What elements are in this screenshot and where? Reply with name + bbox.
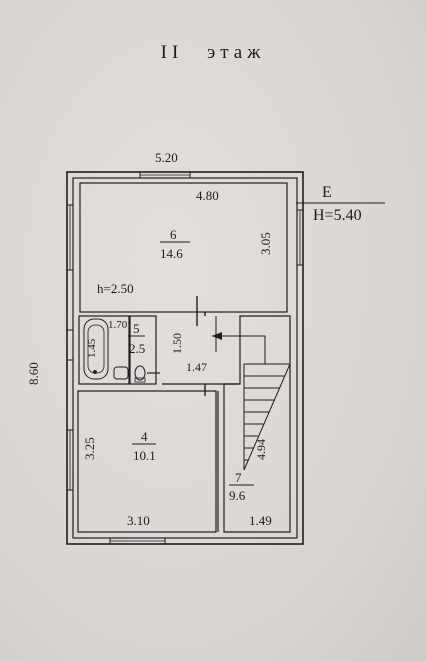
room-5-area: 2.5 [129, 341, 145, 356]
room-6-number: 6 [170, 227, 177, 242]
sink-icon [113, 366, 129, 380]
overall-depth-label: 8.60 [26, 362, 41, 385]
section-letter: E [322, 184, 332, 201]
page-title: II этаж [160, 42, 266, 63]
room6-width-label: 4.80 [196, 188, 219, 203]
bathtub-icon [83, 318, 109, 380]
staircase-icon [243, 363, 291, 471]
room-4-walls [77, 390, 217, 533]
outer-wall-inner [72, 177, 298, 539]
room-4-number: 4 [141, 429, 148, 444]
hall-depth-label: 1.50 [170, 333, 184, 354]
room4-width-label: 3.10 [127, 513, 150, 528]
bathroom-walls [78, 315, 130, 385]
room-6-area: 14.6 [160, 246, 183, 261]
overall-width-label: 5.20 [155, 150, 178, 165]
room-7-area: 9.6 [229, 488, 246, 503]
arrow-left-icon [212, 332, 222, 340]
hall-width-label: 1.47 [186, 360, 207, 374]
stair-length-label: 4.94 [254, 439, 268, 460]
stair-width-label: 1.49 [249, 513, 272, 528]
window-left-bath [66, 329, 74, 361]
bath-width-label: 1.70 [108, 319, 128, 331]
room-4-area: 10.1 [133, 448, 156, 463]
room-6-walls [79, 182, 288, 313]
room6-depth-label: 3.05 [258, 232, 273, 255]
room-5-number: 5 [133, 321, 140, 336]
bath-depth-label: 1.45 [86, 338, 98, 358]
ceiling-height-label: h=2.50 [97, 281, 134, 296]
section-height-label: H=5.40 [313, 207, 362, 224]
room4-depth-label: 3.25 [82, 437, 97, 460]
room-7-number: 7 [235, 470, 242, 485]
outer-wall-outer [66, 171, 304, 545]
room-5-walls [129, 315, 157, 385]
toilet-icon [134, 365, 146, 381]
stair-direction-line [212, 335, 266, 364]
